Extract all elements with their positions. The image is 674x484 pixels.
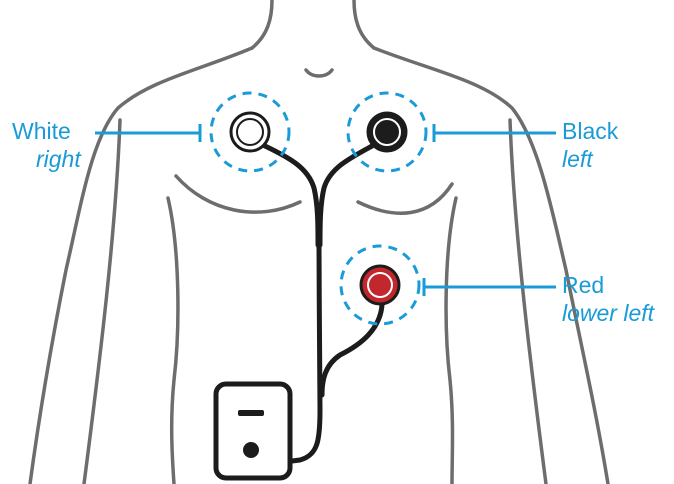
white-electrode-side: right [36,148,81,171]
neck-right-line [354,0,374,48]
right-torso-side [446,198,456,484]
black-electrode [348,93,426,171]
neck-left-line [252,0,272,48]
black-electrode-inner [374,119,400,145]
holter-monitor-icon [216,384,290,478]
red-electrode-label: Red [562,274,604,297]
sternal-notch [306,70,332,76]
red-electrode-inner [368,273,392,297]
white-electrode-label: White [12,120,71,143]
right-pectoral-line [358,184,452,213]
left-pectoral-line [176,176,300,212]
white-electrode [211,93,289,171]
monitor-display [238,410,264,416]
callout-lines [95,124,556,296]
white-lead-wire [265,146,318,245]
monitor-body [216,384,290,478]
black-electrode-label: Black [562,120,618,143]
black-electrode-side: left [562,148,593,171]
black-lead-wire [320,146,372,245]
left-torso-side [168,198,178,484]
red-electrode-side: lower left [562,302,654,325]
red-lead-wire [322,305,382,395]
right-shoulder-arm [374,48,608,484]
monitor-button [243,442,259,458]
white-electrode-inner [237,119,263,145]
